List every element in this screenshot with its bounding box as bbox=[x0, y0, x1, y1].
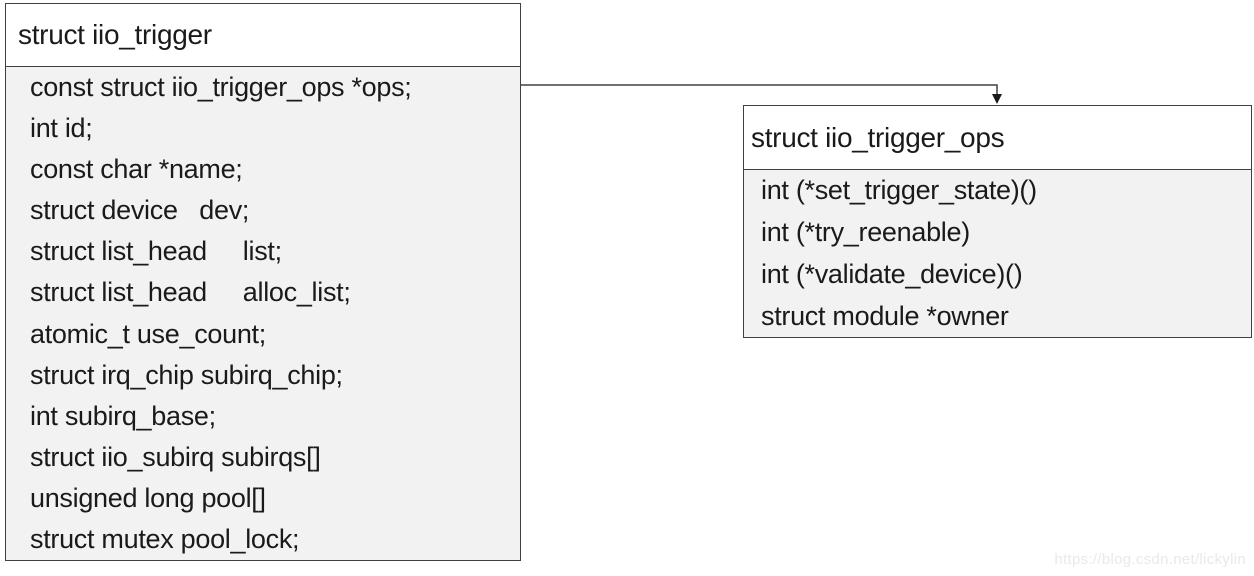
struct-iio-trigger-ops-field-list: int (*set_trigger_state)()int (*try_reen… bbox=[744, 170, 1251, 337]
watermark: https://blog.csdn.net/lickylin bbox=[1054, 551, 1246, 568]
struct-field: struct irq_chip subirq_chip; bbox=[30, 359, 343, 390]
struct-iio-trigger-ops-box: struct iio_trigger_ops int (*set_trigger… bbox=[743, 105, 1252, 338]
struct-iio-trigger-title: struct iio_trigger bbox=[6, 4, 520, 67]
struct-iio-trigger-field-list: const struct iio_trigger_ops *ops; int id… bbox=[6, 67, 520, 560]
struct-field: int (*try_reenable) bbox=[761, 217, 970, 248]
struct-field: struct list_head alloc_list; bbox=[30, 277, 351, 308]
struct-iio-trigger-box: struct iio_trigger const struct iio_trig… bbox=[5, 3, 521, 561]
ops-pointer-arrowhead-icon bbox=[992, 94, 1002, 104]
struct-field: struct list_head list; bbox=[30, 236, 282, 267]
struct-field: atomic_t use_count; bbox=[30, 318, 266, 349]
struct-iio-trigger-ops-title: struct iio_trigger_ops bbox=[744, 106, 1251, 170]
struct-field: int subirq_base; bbox=[30, 400, 216, 431]
struct-field: struct module *owner bbox=[761, 300, 1009, 331]
struct-field: struct iio_subirq subirqs[] bbox=[30, 441, 321, 472]
struct-field: struct mutex pool_lock; bbox=[30, 523, 300, 554]
struct-field: int id; bbox=[30, 113, 93, 144]
struct-field: const char *name; bbox=[30, 154, 243, 185]
ops-pointer-arrow-line bbox=[521, 84, 998, 96]
struct-field: unsigned long pool[] bbox=[30, 482, 266, 513]
struct-field: int (*set_trigger_state)() bbox=[761, 175, 1037, 206]
struct-field: const struct iio_trigger_ops *ops; bbox=[30, 72, 412, 103]
struct-field: int (*validate_device)() bbox=[761, 258, 1023, 289]
struct-field: struct device dev; bbox=[30, 195, 250, 226]
